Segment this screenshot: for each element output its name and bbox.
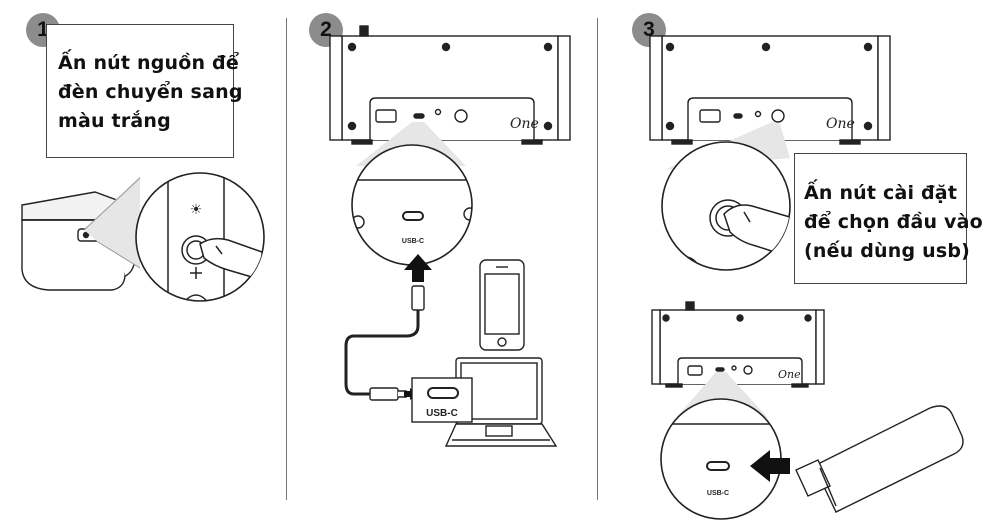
step-3-instruction-box: Ấn nút cài đặt để chọn đầu vào (nếu dùng…: [794, 153, 983, 284]
arrow-right-icon: [404, 388, 418, 400]
speaker-back-icon: One: [651, 301, 825, 388]
laptop-icon: [444, 357, 558, 447]
step-1-instruction-line: màu trắng: [58, 110, 171, 132]
speaker-back-icon: One: [649, 35, 891, 145]
step-1-instruction-box: Ấn nút nguồn để đèn chuyển sang màu trắn…: [46, 24, 243, 158]
step-1-instruction-line: Ấn nút nguồn để: [58, 52, 239, 74]
divider-right: [597, 18, 598, 500]
port-label: USB-C: [402, 238, 424, 245]
phone-icon: [479, 259, 525, 351]
step-2-badge: 2: [309, 13, 343, 47]
laptop-usb-port-box: USB-C: [411, 377, 473, 423]
svg-text:One: One: [510, 116, 539, 132]
port-label: USB-C: [707, 490, 729, 497]
usb-c-cable-icon: [344, 285, 425, 401]
step-3-instruction-line: (nếu dùng usb): [804, 240, 971, 262]
step-3-instruction-line: để chọn đầu vào: [804, 211, 983, 233]
svg-text:One: One: [826, 116, 855, 132]
usb-stick-icon: [795, 405, 964, 513]
laptop-port-label: USB-C: [426, 408, 458, 419]
speaker-back-icon: One: [329, 25, 571, 145]
divider-left: [286, 18, 287, 500]
svg-text:One: One: [778, 368, 801, 381]
arrow-up-icon: [404, 254, 432, 282]
step-3-instruction-line: Ấn nút cài đặt: [804, 182, 958, 204]
arrow-left-icon: [750, 450, 790, 482]
step-1-instruction-line: đèn chuyển sang: [58, 81, 243, 103]
svg-text:☀: ☀: [190, 201, 203, 217]
